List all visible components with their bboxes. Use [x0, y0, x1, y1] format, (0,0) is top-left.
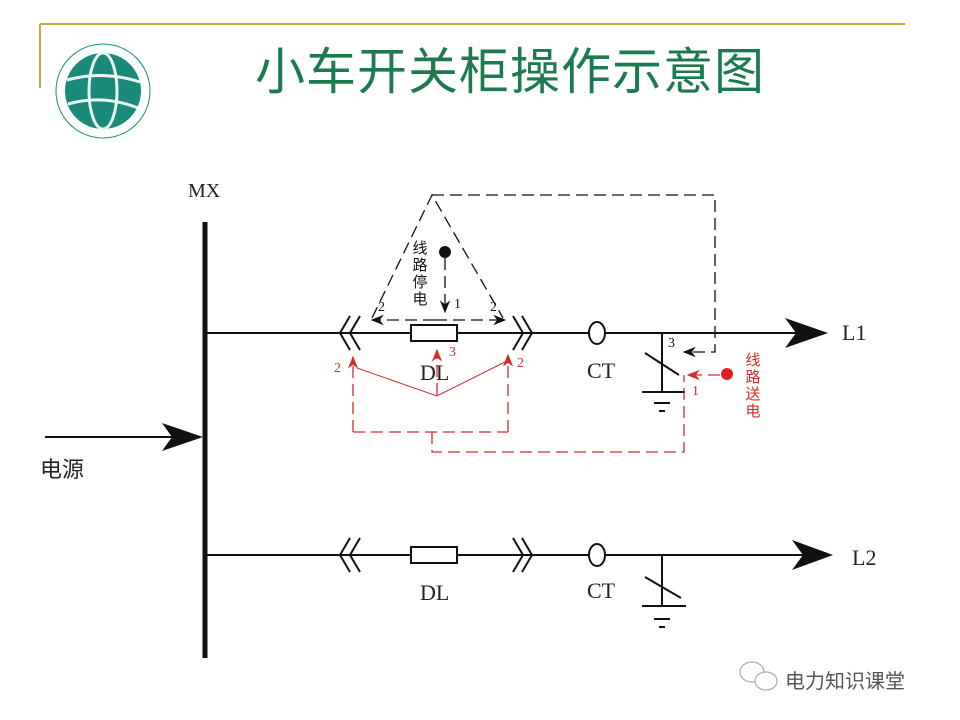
outage-sequence — [370, 193, 716, 358]
source-arrow — [45, 423, 203, 451]
watermark: 电力知识课堂 — [785, 669, 905, 693]
energize-step-3: 3 — [449, 345, 456, 360]
outage-label: 线路停电 — [412, 239, 428, 308]
outage-step-2-left: 2 — [378, 300, 385, 315]
bus-label: MX — [188, 180, 221, 202]
slide-border — [39, 23, 905, 88]
feeder-l2 — [205, 537, 833, 628]
energize-start-dot — [721, 368, 733, 380]
line-l2-label: L2 — [852, 545, 877, 570]
feeder-l1 — [205, 315, 828, 412]
wechat-icon — [739, 661, 778, 691]
line-l1-label: L1 — [842, 320, 867, 345]
ct-l1-label: CT — [587, 358, 616, 383]
outage-step-3: 3 — [668, 336, 675, 351]
page-title: 小车开关柜操作示意图 — [255, 43, 765, 101]
energize-sequence — [347, 348, 720, 453]
energize-step-2-left: 2 — [334, 361, 341, 376]
source-label: 电源 — [40, 458, 85, 483]
ct-l2-label: CT — [587, 578, 616, 603]
breaker-l1-label: DL — [420, 360, 450, 385]
energize-label: 线路送电 — [745, 351, 761, 420]
outage-start-dot — [439, 246, 451, 258]
outage-step-1: 1 — [454, 297, 461, 312]
breaker-l2-label: DL — [420, 580, 450, 605]
energize-step-1: 1 — [692, 384, 699, 399]
outage-step-2-right: 2 — [490, 300, 497, 315]
energize-step-2-right: 2 — [517, 356, 524, 371]
state-grid-logo — [47, 37, 153, 143]
